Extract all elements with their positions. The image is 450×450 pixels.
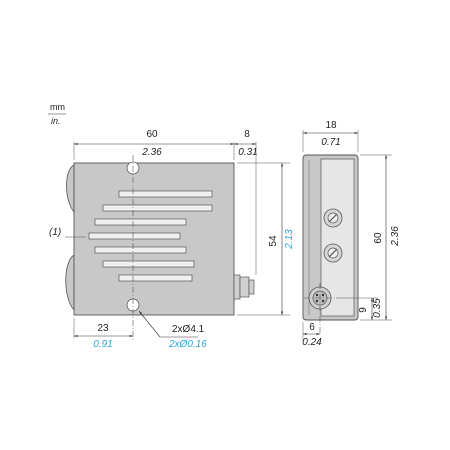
units-imperial: in. (51, 116, 61, 126)
side-width-in: 0.71 (321, 137, 340, 148)
front-height-mm: 54 (268, 235, 279, 247)
side-view: 18 0.71 60 2.36 9 0.35 6 0.24 (302, 120, 401, 348)
units-metric: mm (50, 102, 65, 112)
hole-diameter-mm: 2xØ4.1 (172, 324, 205, 335)
left-bump-lower (65, 254, 75, 312)
hole-diameter-in: 2xØ0.16 (168, 339, 207, 350)
front-height-in: 2.13 (284, 229, 295, 250)
grille-slots (88, 190, 213, 282)
adjust-screw-bottom (323, 243, 343, 263)
units-legend: mm in. (48, 102, 66, 126)
side-width-mm: 18 (325, 120, 337, 131)
connector-offset-in: 0.24 (302, 337, 322, 348)
left-bump-upper (66, 164, 75, 214)
callout-label: (1) (49, 227, 61, 238)
side-height-mm: 60 (373, 232, 384, 244)
connector-offset-mm: 6 (309, 322, 315, 333)
connector-height-in: 0.35 (372, 298, 383, 318)
connector-height-mm: 9 (358, 307, 369, 313)
hole-offset-in: 0.91 (93, 339, 112, 350)
connector-length-mm: 8 (244, 129, 250, 140)
side-connector (304, 283, 336, 335)
hole-offset-mm: 23 (97, 323, 109, 334)
side-height-in: 2.36 (390, 226, 401, 247)
front-connector (233, 274, 255, 300)
connector-length-in: 0.31 (238, 147, 257, 158)
front-view: 60 2.36 8 0.31 54 2.13 (1) 23 0.91 2xØ4.… (49, 129, 295, 350)
adjust-screw-top (323, 208, 343, 228)
front-width-in: 2.36 (141, 147, 162, 158)
front-width-mm: 60 (146, 129, 158, 140)
